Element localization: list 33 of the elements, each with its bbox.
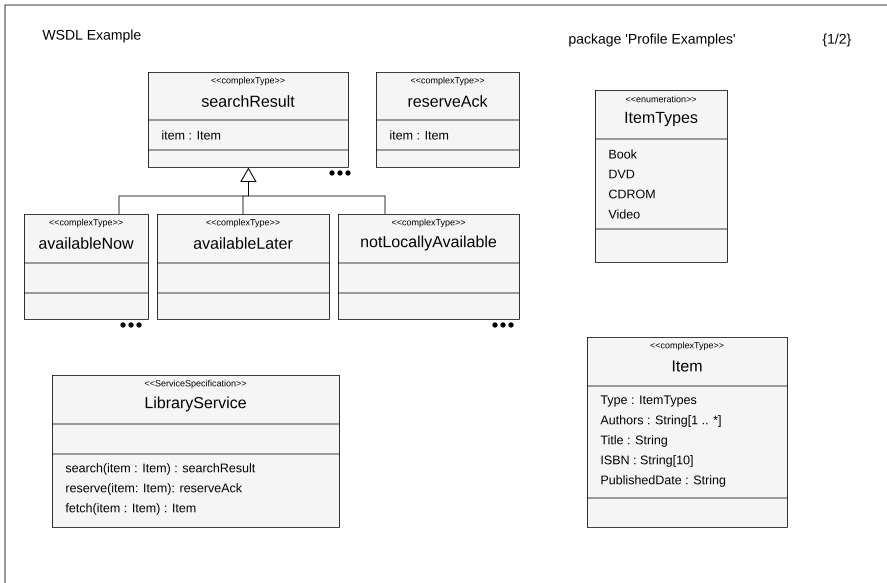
package-label: {1/2} [822,33,851,47]
class-name: reserveAck [408,95,488,107]
attribute-text: Book [609,149,637,159]
class-name: Item [672,360,702,372]
stereotype-label: <<complexType>> [650,342,724,350]
attribute-text: Authors : String[1 .. *] [600,415,721,427]
attribute-text: item : Item [390,130,448,140]
class-name: ItemTypes [626,112,698,126]
attribute-text: ISBN : String[10] [602,455,693,467]
attribute-text: Title : String [600,435,667,447]
stereotype-label: <<complexType>> [392,218,466,228]
class-name: LibraryService [146,396,246,412]
attribute-text: DVD [609,170,634,178]
class-name: searchResult [202,95,295,107]
attribute-text: item : Item [162,130,220,140]
attribute-text: Video [608,209,640,219]
stereotype-label: <<complexType>> [211,76,285,86]
attribute-text: CDROM [609,190,655,198]
package-label: package 'Profile Examples' [569,33,735,47]
class-name: notLocallyAvailable [361,236,496,250]
class-name: availableNow [39,237,134,249]
operation-text: fetch(item : Item) : Item [66,503,196,515]
stereotype-label: <<enumeration>> [626,96,696,102]
stereotype-label: <<ServiceSpecification>> [144,380,246,388]
operation-text: search(item : Item) : searchResult [66,463,256,475]
attribute-text: PublishedDate : String [601,475,726,487]
class-name: availableLater [194,237,293,249]
attribute-text: Type : ItemTypes [600,395,696,407]
stereotype-label: <<complexType>> [206,218,280,228]
diagram-title: WSDL Example [42,29,141,43]
stereotype-label: <<complexType>> [49,218,123,228]
stereotype-label: <<complexType>> [410,76,484,86]
operation-text: reserve(item: Item): reserveAck [66,483,242,495]
